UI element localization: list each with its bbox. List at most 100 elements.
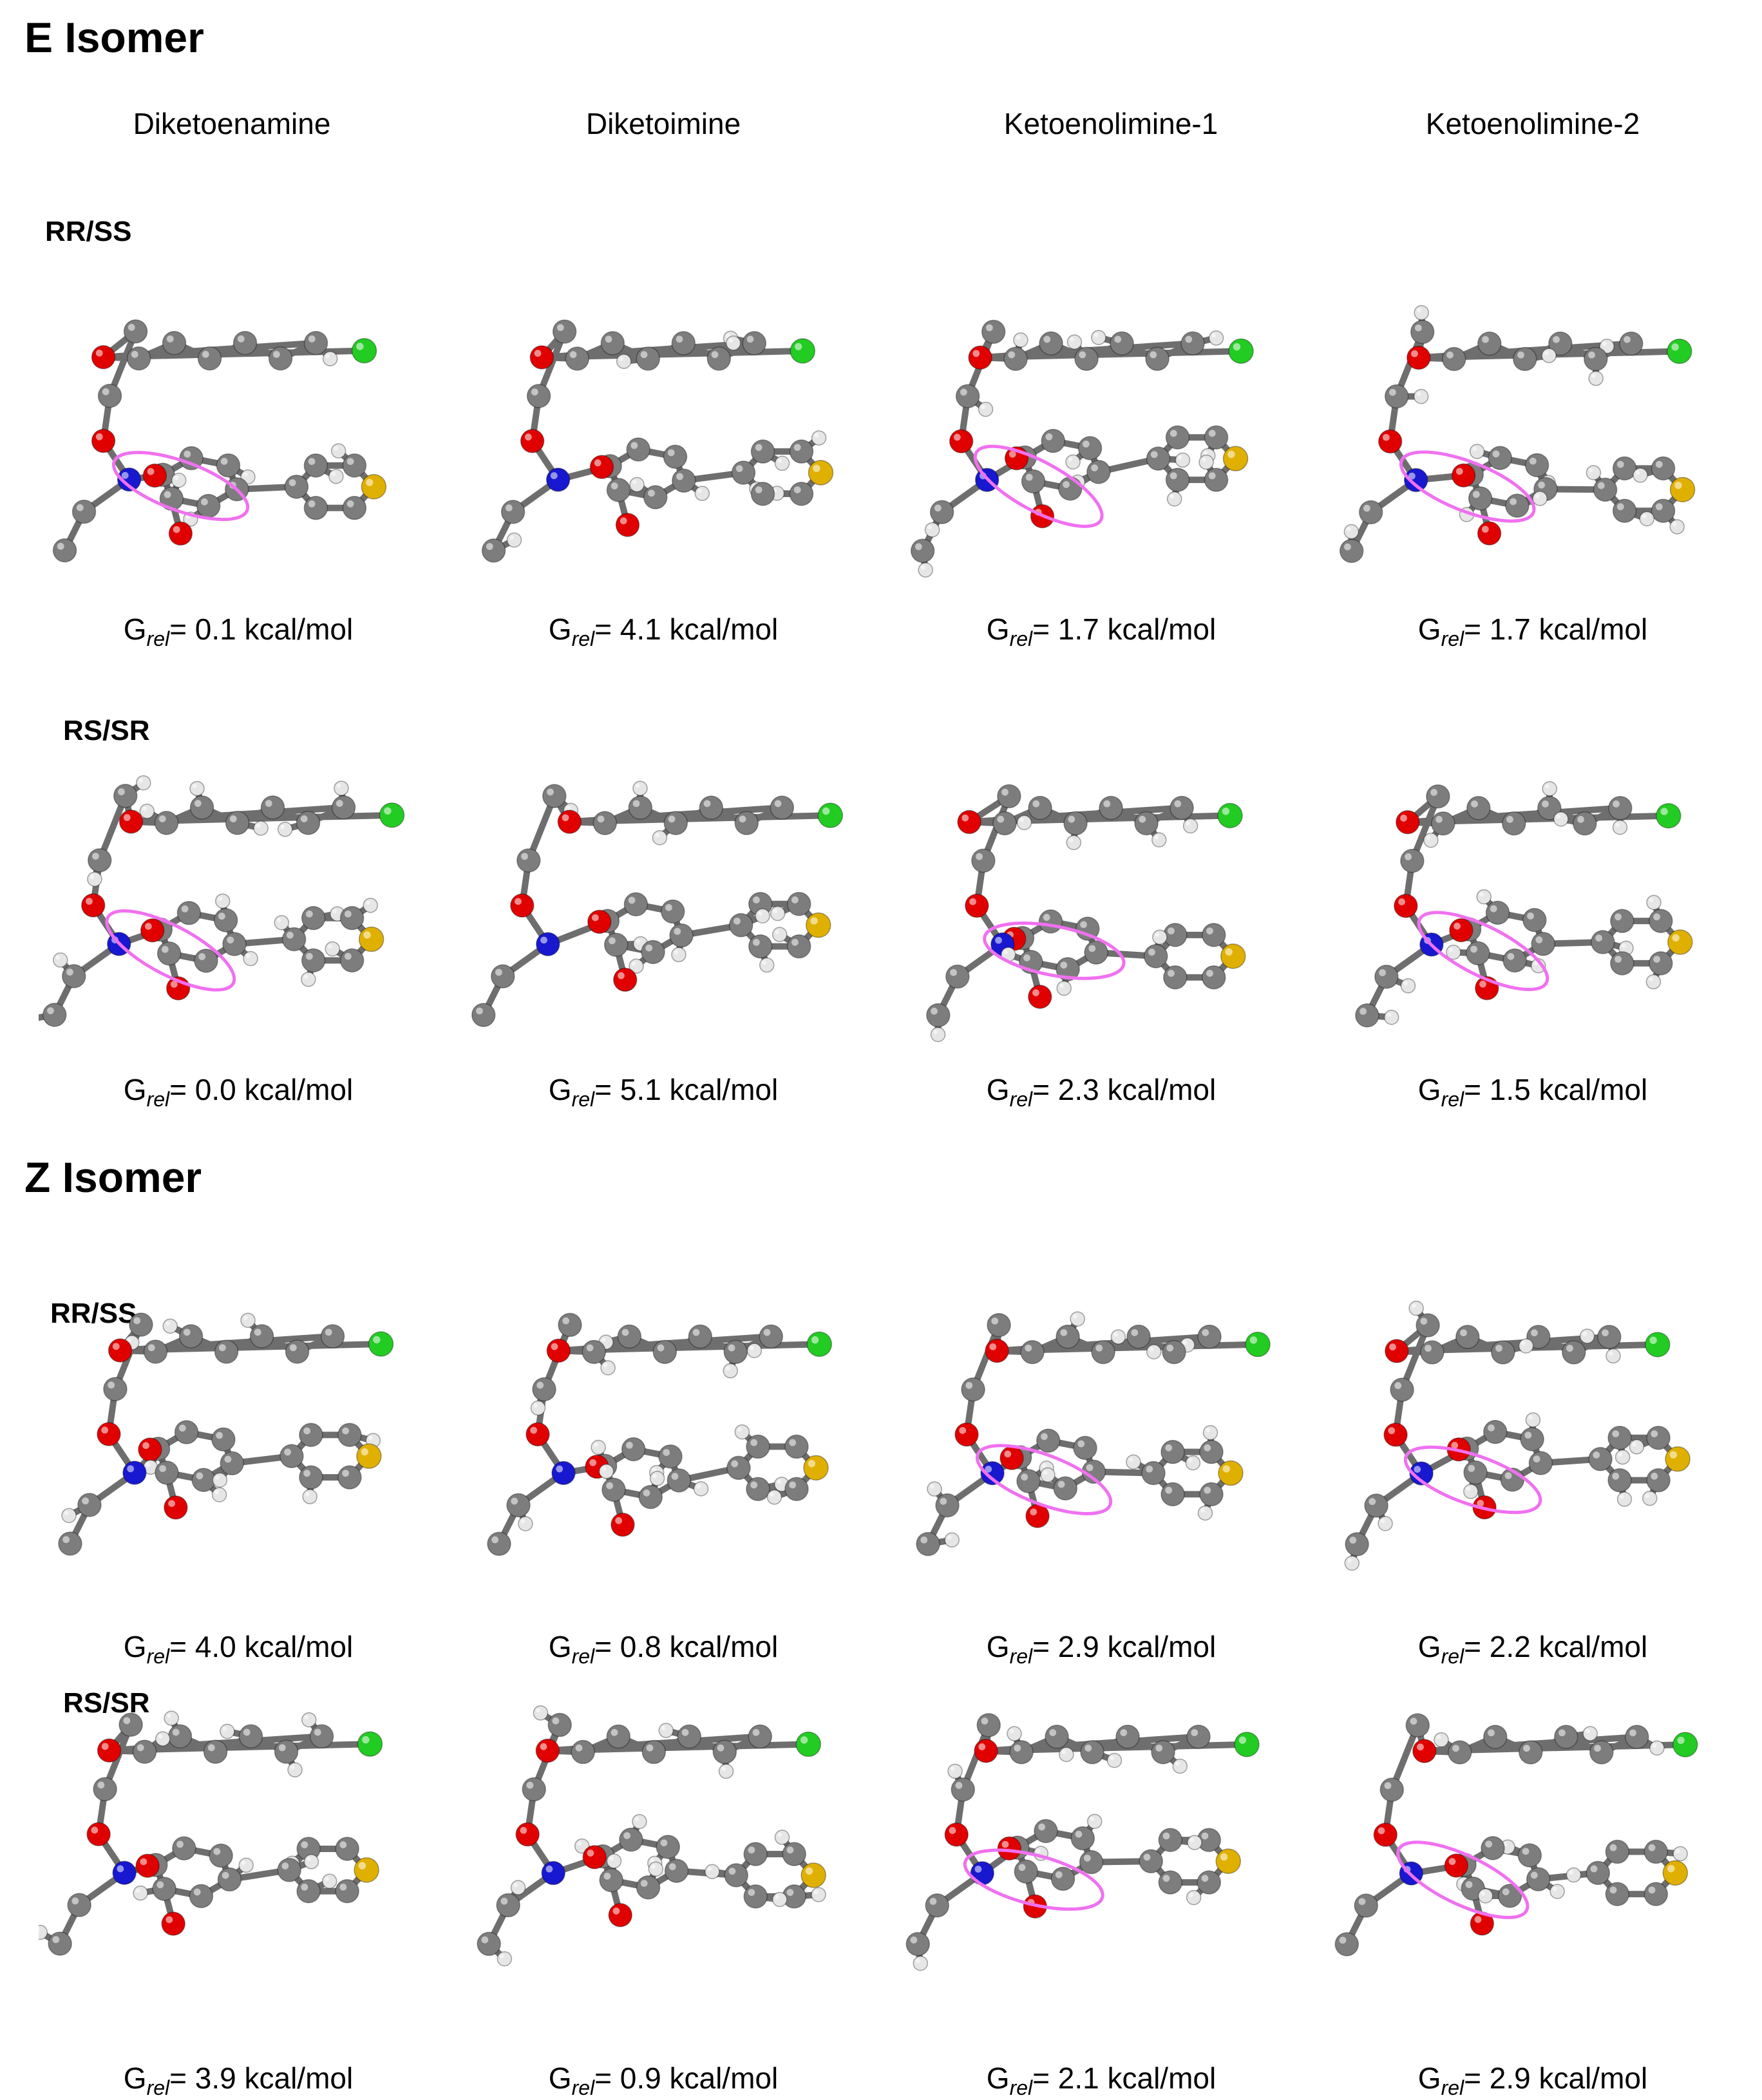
atom-h (1147, 1345, 1161, 1359)
atom-h (239, 1858, 253, 1872)
atom-shine (934, 505, 942, 512)
atom-shine (117, 1866, 124, 1873)
atom-shine (345, 953, 352, 960)
atom-shine (1426, 836, 1431, 840)
atom-c (1586, 1861, 1609, 1884)
atom-c (1518, 1844, 1541, 1867)
atom-c (310, 1725, 334, 1748)
atom-shine (764, 1329, 771, 1336)
atom-shine (345, 911, 352, 918)
atom-c (1519, 1741, 1542, 1764)
atom-c (155, 811, 178, 835)
atom-h (172, 473, 186, 487)
atom-shine (1206, 1428, 1210, 1432)
atom-h (1070, 1312, 1085, 1326)
atom-shine (1340, 1936, 1347, 1944)
atom-shine (339, 1884, 346, 1891)
atom-h (1554, 812, 1568, 826)
atom-c (925, 1894, 949, 1917)
atom-shine (1472, 447, 1477, 451)
atom-h (1567, 1868, 1581, 1882)
atom-s (1221, 944, 1246, 969)
atom-shine (1068, 816, 1075, 823)
atom-c (707, 347, 730, 370)
molecule-svg (470, 1661, 882, 2009)
atom-c (790, 482, 813, 506)
atom-c (1555, 1725, 1578, 1748)
energy-value: 1.5 kcal/mol (1490, 1073, 1647, 1106)
atom-shine (1488, 1729, 1495, 1736)
energy-value: 0.9 kcal/mol (620, 2061, 778, 2095)
atom-c (302, 949, 325, 972)
atom-c (636, 347, 659, 370)
atom-c (642, 1741, 665, 1764)
atom-shine (284, 1448, 291, 1455)
atom-c (491, 965, 515, 988)
atom-shine (1506, 816, 1513, 823)
atom-c (987, 1314, 1010, 1337)
atom-shine (810, 917, 817, 924)
atom-c (665, 1859, 688, 1882)
atom-h (1617, 1492, 1631, 1506)
atom-s (1663, 1860, 1687, 1885)
energy-equals: = (169, 612, 195, 646)
atom-c (488, 1532, 511, 1555)
atom-h (1385, 1010, 1399, 1025)
atom-c (198, 347, 222, 370)
atom-shine (551, 472, 558, 479)
atom-c (1573, 812, 1596, 835)
atom-shine (557, 324, 564, 331)
atom-shine (661, 1839, 668, 1846)
atom-o (511, 894, 534, 917)
atom-shine (1038, 1824, 1045, 1831)
atom-h (771, 906, 785, 920)
atom-shine (159, 815, 166, 822)
atom-shine (1191, 1729, 1198, 1736)
atom-shine (92, 853, 99, 860)
atom-shine (1594, 1745, 1601, 1752)
atom-c (158, 942, 181, 965)
atom-shine (682, 1729, 689, 1736)
atom-c (1205, 426, 1228, 449)
atom-h (1479, 1889, 1493, 1903)
atom-shine (1660, 808, 1667, 815)
atom-shine (530, 1427, 537, 1434)
atom-h (600, 1464, 614, 1479)
atom-c (1609, 797, 1632, 820)
atom-h (216, 894, 230, 908)
atom-c (629, 796, 652, 819)
atom-c (1197, 1871, 1220, 1894)
atom-n (971, 1862, 994, 1885)
atom-shine (1389, 389, 1396, 396)
atom-shine (166, 1916, 173, 1924)
atom-c (1562, 1341, 1586, 1364)
atom-shine (721, 1766, 726, 1771)
molecule-structure (902, 1262, 1314, 1610)
energy-symbol: G (549, 2061, 572, 2095)
atom-shine (647, 1745, 654, 1752)
atom-shine (1070, 337, 1074, 342)
atom-shine (1032, 800, 1039, 808)
energy-subscript: rel (147, 1088, 170, 1111)
atom-h (726, 336, 741, 350)
atom-c (653, 1340, 676, 1363)
atom-shine (342, 1470, 349, 1477)
atom-c (275, 1740, 298, 1763)
atom-shine (753, 1729, 760, 1736)
atom-shine (800, 1736, 808, 1743)
atom-shine (108, 1381, 115, 1388)
atom-shine (770, 1493, 774, 1497)
atom-h (288, 1763, 302, 1777)
atom-shine (1617, 461, 1624, 468)
atom-c (1064, 811, 1087, 835)
atom-c (1056, 1325, 1079, 1348)
atom-c (713, 1741, 736, 1764)
atom-shine (668, 449, 675, 457)
energy-subscript: rel (1010, 1645, 1033, 1668)
atom-shine (1412, 1303, 1416, 1308)
atom-shine (609, 1857, 614, 1861)
energy-symbol: G (124, 1630, 147, 1663)
atom-c (677, 1725, 701, 1748)
atom-c (1456, 1325, 1479, 1348)
atom-c (998, 784, 1021, 808)
